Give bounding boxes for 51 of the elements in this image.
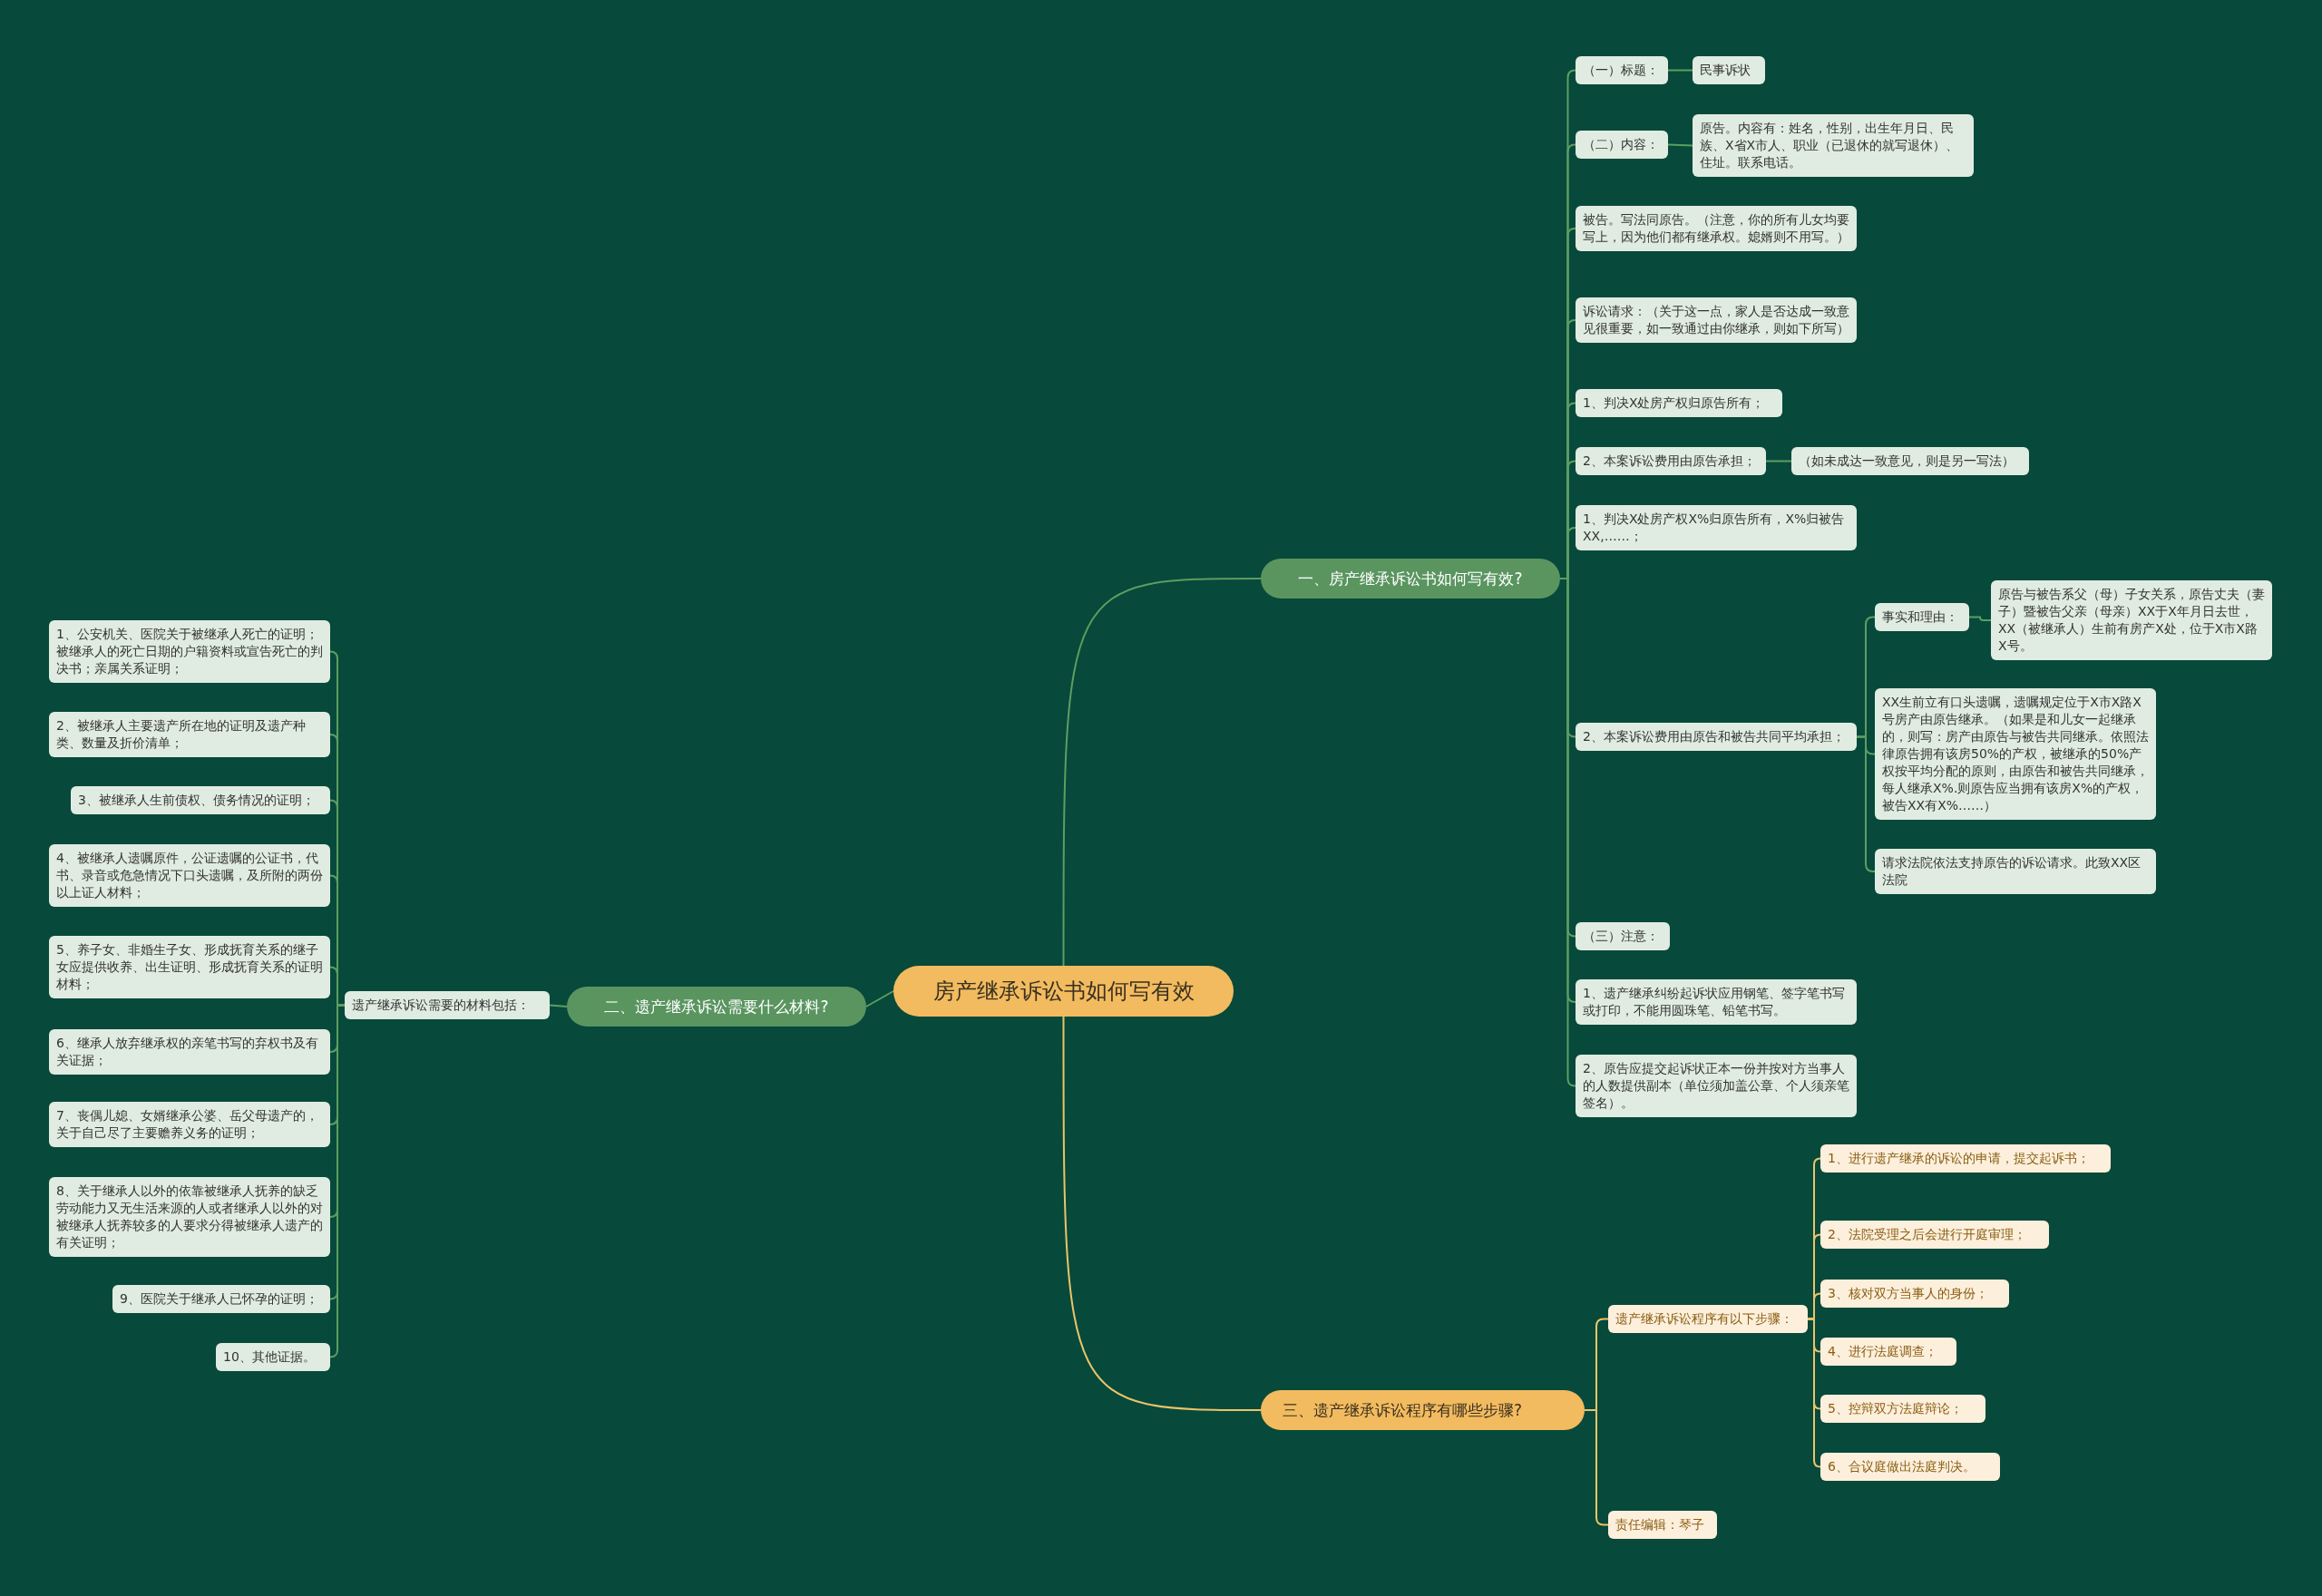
- topic-box: 1、进行遗产继承的诉讼的申请，提交起诉书；: [1820, 1144, 2111, 1173]
- topic-box: （一）标题：: [1576, 56, 1668, 84]
- topic-box: 1、判决X处房产权归原告所有；: [1576, 389, 1782, 417]
- topic-box: 事实和理由：: [1875, 603, 1969, 631]
- topic-box: 1、公安机关、医院关于被继承人死亡的证明；被继承人的死亡日期的户籍资料或宣告死亡的判决书；亲属关系证明；: [49, 620, 330, 683]
- topic-box: 被告。写法同原告。（注意，你的所有儿女均要写上，因为他们都有继承权。媳婿则不用写。）: [1576, 206, 1857, 251]
- topic-box: 遗产继承诉讼需要的材料包括：: [345, 991, 550, 1019]
- topic-box: 请求法院依法支持原告的诉讼请求。此致XX区法院: [1875, 849, 2156, 894]
- connector-line: [1968, 616, 1992, 621]
- topic-box: 2、法院受理之后会进行开庭审理；: [1820, 1221, 2049, 1249]
- branch-topic: 二、遗产继承诉讼需要什么材料?: [567, 987, 866, 1027]
- connector-line: [549, 1004, 568, 1007]
- topic-box: 诉讼请求：（关于这一点，家人是否达成一致意见很重要，如一致通过由你继承，则如下所写）: [1576, 297, 1857, 343]
- topic-box: （如未成达一致意见，则是另一写法）: [1791, 447, 2029, 475]
- topic-box: 5、养子女、非婚生子女、形成抚育关系的继子女应提供收养、出生证明、形成抚育关系的证明材料；: [49, 936, 330, 998]
- topic-box: XX生前立有口头遗嘱，遗嘱规定位于X市X路X号房产由原告继承。（如果是和儿女一起继承的，则写：房产由原告与被告共同继承。依照法律原告拥有该房50%的产权，被继承的50%产权按平均分配的原则，由原告和被告共同继承，每人继承X%.则原告应当拥有该房X%的产权，被告XX有X%……）: [1875, 688, 2156, 820]
- connector-line: [1765, 460, 1792, 462]
- topic-box: （三）注意：: [1576, 922, 1670, 950]
- topic-box: 3、核对双方当事人的身份；: [1820, 1280, 2009, 1308]
- topic-box: 2、本案诉讼费用由原告承担；: [1576, 447, 1766, 475]
- branch-topic: 三、遗产继承诉讼程序有哪些步骤?: [1261, 1390, 1585, 1430]
- topic-box: 4、被继承人遗嘱原件，公证遗嘱的公证书，代书、录音或危急情况下口头遗嘱，及所附的两份以上证人材料；: [49, 844, 330, 907]
- topic-box: 6、继承人放弃继承权的亲笔书写的弃权书及有关证据；: [49, 1029, 330, 1075]
- topic-box: 10、其他证据。: [216, 1343, 330, 1371]
- connector-line: [865, 990, 894, 1007]
- topic-box: 9、医院关于继承人已怀孕的证明；: [112, 1285, 330, 1313]
- topic-box: 原告与被告系父（母）子女关系，原告丈夫（妻子）暨被告父亲（母亲）XX于X年月日去世，XX（被继承人）生前有房产X处，位于X市X路X号。: [1991, 580, 2272, 660]
- topic-box: 原告。内容有：姓名，性别，出生年月日、民族、X省X市人、职业（已退休的就写退休）、住址。联系电话。: [1693, 114, 1974, 177]
- topic-box: 3、被继承人生前债权、债务情况的证明；: [71, 786, 330, 814]
- topic-box: （二）内容：: [1576, 131, 1668, 159]
- topic-box: 1、判决X处房产权X%归原告所有，X%归被告XX,……；: [1576, 505, 1857, 550]
- topic-box: 6、合议庭做出法庭判决。: [1820, 1453, 2000, 1481]
- connector-line: [1062, 578, 1262, 967]
- topic-box: 7、丧偶儿媳、女婿继承公婆、岳父母遗产的，关于自己尽了主要赡养义务的证明；: [49, 1102, 330, 1147]
- topic-box: 4、进行法庭调查；: [1820, 1338, 1956, 1366]
- connector-line: [1807, 1318, 1821, 1468]
- topic-box: 2、被继承人主要遗产所在地的证明及遗产种类、数量及折价清单；: [49, 712, 330, 757]
- topic-box: 5、控辩双方法庭辩论；: [1820, 1395, 1985, 1423]
- connector-line: [1667, 143, 1693, 147]
- connector-line: [1062, 1016, 1262, 1411]
- central-topic: 房产继承诉讼书如何写有效: [893, 966, 1234, 1017]
- topic-box: 2、本案诉讼费用由原告和被告共同平均承担；: [1576, 723, 1857, 751]
- connector-line: [1667, 69, 1693, 72]
- topic-box: 遗产继承诉讼程序有以下步骤：: [1608, 1305, 1808, 1333]
- topic-box: 8、关于继承人以外的依靠被继承人抚养的缺乏劳动能力又无生活来源的人或者继承人以外的对被继承人抚养较多的人要求分得被继承人遗产的有关证明；: [49, 1177, 330, 1257]
- topic-box: 责任编辑：琴子: [1608, 1511, 1717, 1539]
- topic-box: 1、遗产继承纠纷起诉状应用钢笔、签字笔书写或打印，不能用圆珠笔、铅笔书写。: [1576, 979, 1857, 1025]
- branch-topic: 一、房产继承诉讼书如何写有效?: [1261, 559, 1560, 598]
- connector-line: [1856, 735, 1876, 872]
- topic-box: 民事诉状: [1693, 56, 1765, 84]
- topic-box: 2、原告应提交起诉状正本一份并按对方当事人的人数提供副本（单位须加盖公章、个人须亲笔签名）。: [1576, 1055, 1857, 1117]
